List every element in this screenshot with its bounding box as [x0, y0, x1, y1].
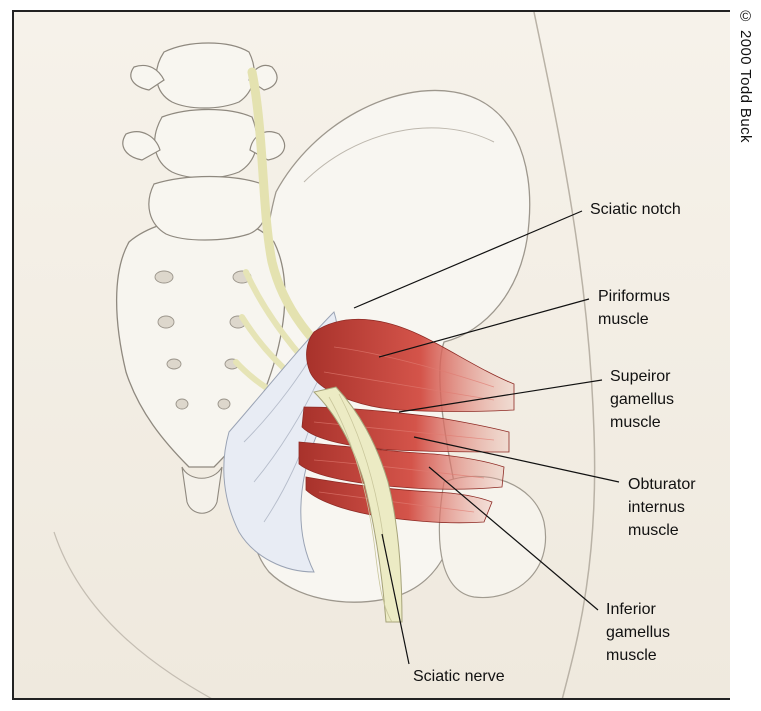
label-superior-gamellus-line-1: Supeiror	[610, 366, 670, 387]
label-superior-gamellus-line-3: muscle	[610, 412, 661, 433]
copyright-notice: © 2000 Todd Buck	[737, 8, 754, 143]
hip-anatomy-illustration	[14, 12, 730, 700]
label-obturator-internus-line-2: internus	[628, 497, 685, 518]
illustration-frame: Sciatic notch Piriformus muscle Supeiror…	[12, 10, 730, 700]
label-inferior-gamellus-line-3: muscle	[606, 645, 657, 666]
label-sciatic-notch: Sciatic notch	[590, 199, 681, 220]
label-inferior-gamellus-line-1: Inferior	[606, 599, 656, 620]
label-superior-gamellus-line-2: gamellus	[610, 389, 674, 410]
label-obturator-internus-line-3: muscle	[628, 520, 679, 541]
label-piriformus-line-1: Piriformus	[598, 286, 670, 307]
label-sciatic-nerve: Sciatic nerve	[413, 666, 505, 687]
label-obturator-internus-line-1: Obturator	[628, 474, 696, 495]
label-piriformus-line-2: muscle	[598, 309, 649, 330]
label-inferior-gamellus-line-2: gamellus	[606, 622, 670, 643]
